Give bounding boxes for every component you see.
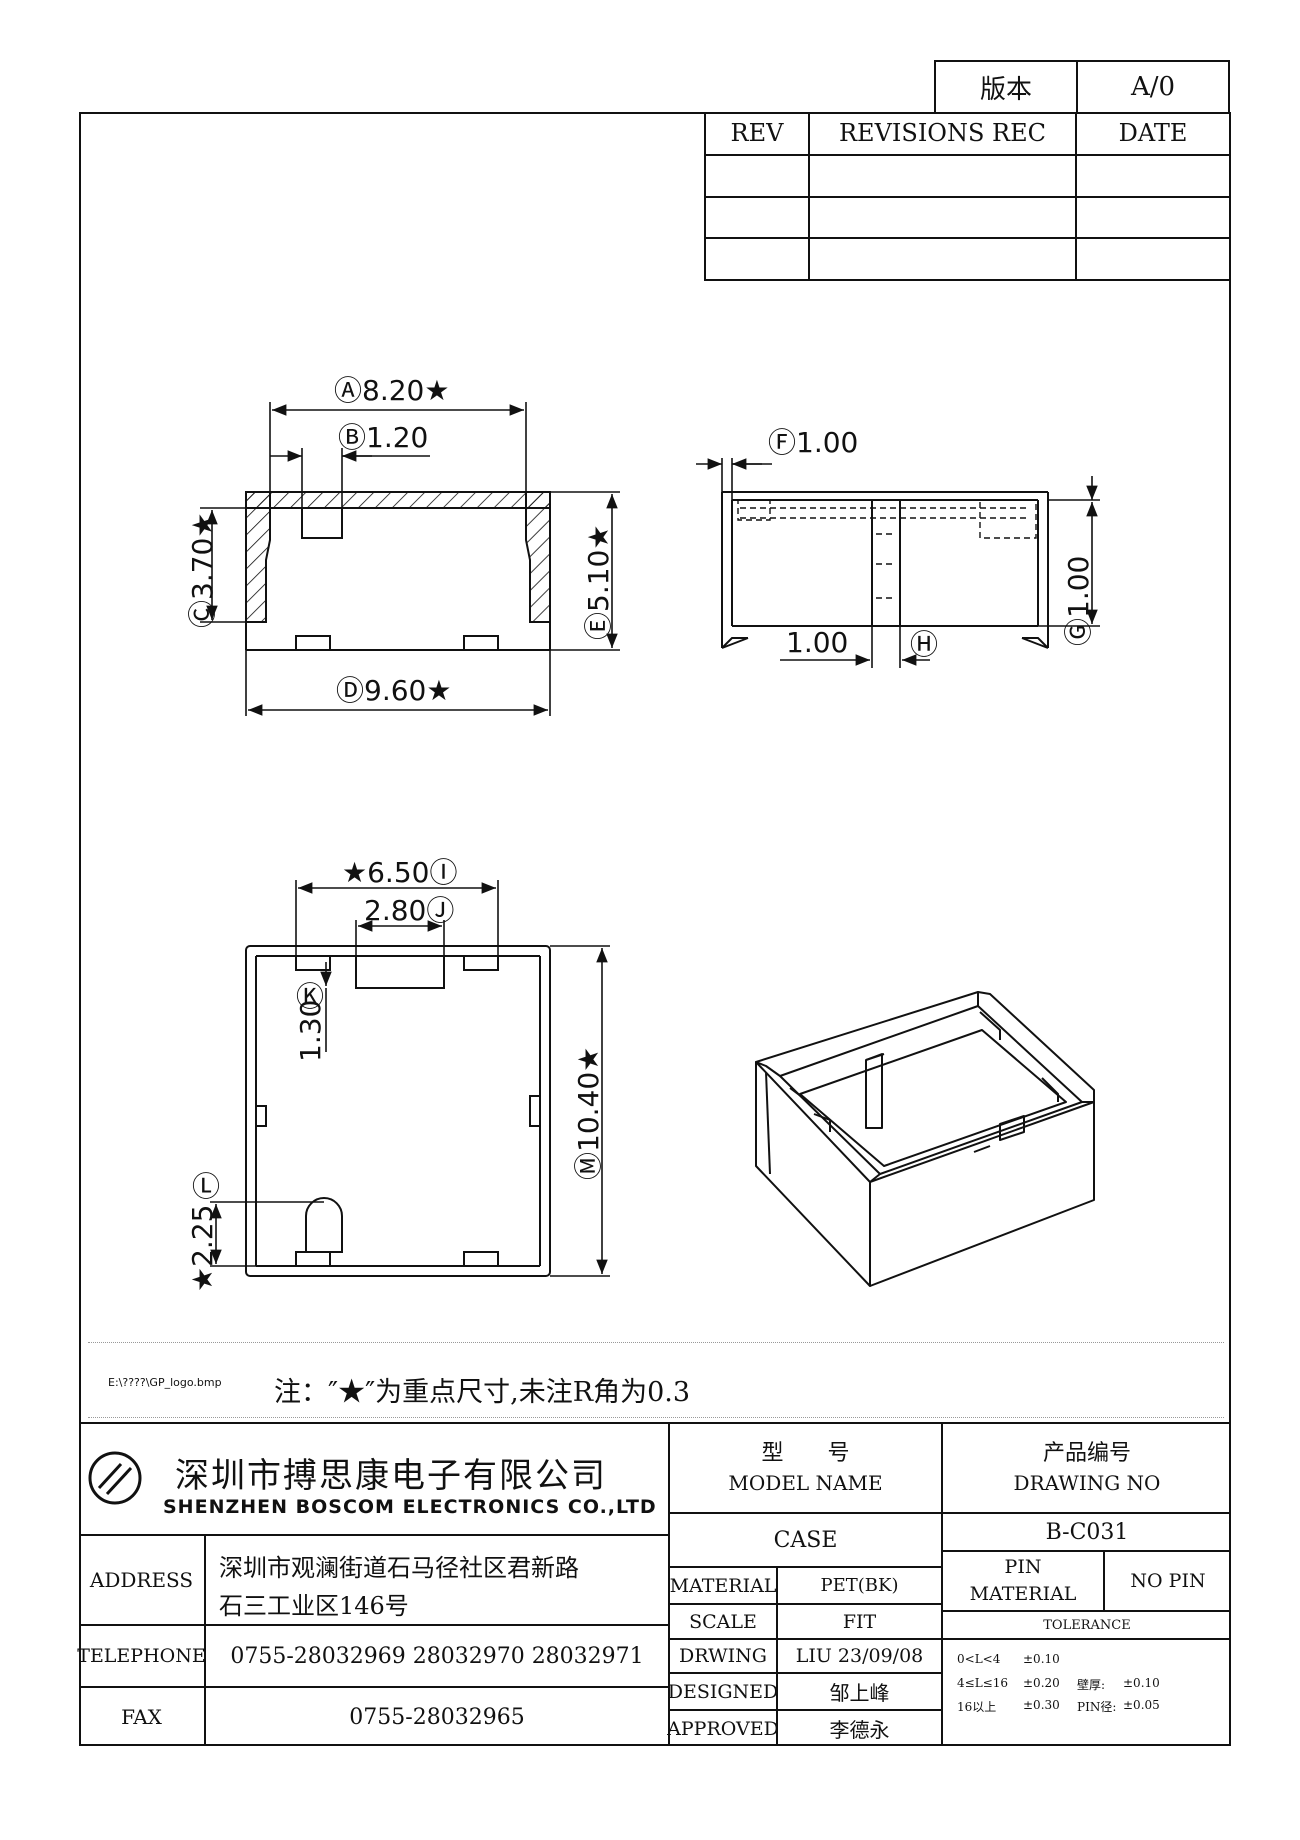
fax-label: FAX [121, 1705, 162, 1729]
model-label-en: MODEL NAME [728, 1471, 883, 1495]
isometric-view [755, 991, 1095, 1287]
telephone-label: TELEPHONE [77, 1645, 206, 1667]
company-logo [87, 1450, 143, 1506]
tolerance-label: TOLERANCE [1043, 1617, 1131, 1633]
tolerance-row-3-extra-val: ±0.05 [1123, 1698, 1160, 1712]
tolerance-rows: 0<L<4 ±0.10 4≤L≤16 ±0.20 壁厚: ±0.10 16以上 … [957, 1648, 1227, 1744]
side-view [721, 491, 1049, 649]
tolerance-row-3-extra-label: PIN径: [1077, 1700, 1117, 1714]
tolerance-row-1-tol: ±0.10 [1023, 1652, 1060, 1666]
technical-drawing: Ⓐ8.20★ Ⓑ1.20 Ⓓ9.60★ Ⓒ3.70★ Ⓔ5.10★ [186, 374, 1100, 1292]
company-name-cn: 深圳市搏思康电子有限公司 [175, 1456, 607, 1496]
top-view [245, 945, 551, 1277]
revisions-rec-header: REVISIONS REC [838, 119, 1047, 147]
drwing-label: DRWING [679, 1645, 767, 1667]
dim-k-tag: Ⓚ [296, 980, 324, 1013]
dim-l-value: ★2.25 [186, 1205, 219, 1292]
dim-f: Ⓕ1.00 [768, 426, 858, 459]
address-line2: 石三工业区146号 [219, 1592, 409, 1620]
tolerance-row-3-range: 16以上 [957, 1700, 997, 1714]
version-box: 版本 A/0 [934, 60, 1230, 112]
scale-value: FIT [842, 1610, 877, 1633]
pin-material-value: NO PIN [1130, 1570, 1206, 1592]
tolerance-row-2-range: 4≤L≤16 [957, 1676, 1008, 1690]
top-view-dims [210, 880, 610, 1277]
tolerance-row-1-range: 0<L<4 [957, 1652, 1001, 1666]
section-view-dims [200, 402, 620, 716]
side-view-hidden [737, 499, 1037, 599]
approved-label: APPROVED [667, 1717, 779, 1740]
top-view-labels: ★6.50Ⓘ 2.80Ⓙ Ⓚ 1.30 Ⓛ ★2.25 Ⓜ10.40★ [186, 856, 605, 1292]
approved-value: 李德永 [829, 1718, 890, 1742]
material-label: MATERIAL [669, 1574, 777, 1597]
version-label: 版本 [979, 74, 1032, 105]
section-view-labels: Ⓐ8.20★ Ⓑ1.20 Ⓓ9.60★ Ⓒ3.70★ Ⓔ5.10★ [186, 374, 615, 707]
drawing-note: 注：″★″为重点尺寸,未注R角为0.3 [274, 1377, 691, 1408]
dim-h-value: 1.00 [786, 626, 848, 659]
pin-material-label: MATERIAL [969, 1583, 1077, 1605]
drwing-value: LIU 23/09/08 [795, 1645, 924, 1667]
dim-b: Ⓑ1.20 [338, 421, 428, 454]
separator-dots [88, 1342, 1224, 1343]
dim-j: 2.80Ⓙ [364, 894, 454, 927]
address-label: ADDRESS [89, 1568, 194, 1592]
version-value: A/0 [1130, 72, 1176, 102]
designed-label: DESIGNED [667, 1680, 779, 1703]
dim-e: Ⓔ5.10★ [582, 525, 615, 640]
dim-l-tag: Ⓛ [192, 1170, 220, 1203]
dim-c: Ⓒ3.70★ [186, 513, 219, 628]
rev-header: REV [730, 119, 784, 147]
drawing-label-cn: 产品编号 [1042, 1441, 1131, 1466]
model-value: CASE [773, 1527, 838, 1553]
model-label-cn: 型 号 [761, 1441, 850, 1466]
side-view-dims [696, 458, 1100, 668]
tolerance-row-2-extra-val: ±0.10 [1123, 1676, 1160, 1690]
tolerance-row-3-tol: ±0.30 [1023, 1698, 1060, 1712]
dim-m: Ⓜ10.40★ [572, 1047, 605, 1180]
telephone-value: 0755-28032969 28032970 28032971 [230, 1643, 644, 1669]
fax-value: 0755-28032965 [349, 1704, 525, 1730]
tolerance-row-2-tol: ±0.20 [1023, 1676, 1060, 1690]
drawing-frame [79, 112, 1231, 1746]
separator-dots-2 [88, 1417, 1224, 1418]
company-name-en: SHENZHEN BOSCOM ELECTRONICS CO.,LTD [163, 1496, 657, 1518]
revisions-table: REV REVISIONS REC DATE [704, 112, 1231, 281]
material-value: PET(BK) [820, 1575, 899, 1596]
pin-label: PIN [1004, 1556, 1042, 1578]
drawing-label-en: DRAWING NO [1013, 1471, 1161, 1495]
tolerance-row-2-extra-label: 壁厚: [1077, 1678, 1106, 1692]
scale-label: SCALE [689, 1610, 757, 1633]
title-block: 深圳市搏思康电子有限公司 SHENZHEN BOSCOM ELECTRONICS… [77, 1422, 1231, 1748]
address-line1: 深圳市观澜街道石马径社区君新路 [219, 1554, 579, 1582]
dim-d: Ⓓ9.60★ [336, 674, 451, 707]
section-view [245, 491, 551, 651]
drawing-value: B-C031 [1045, 1519, 1129, 1545]
designed-value: 邹上峰 [829, 1681, 890, 1705]
dim-a: Ⓐ8.20★ [334, 374, 449, 407]
dim-k-value: 1.30 [294, 1000, 327, 1062]
dim-g: Ⓖ1.00 [1062, 556, 1095, 646]
date-header: DATE [1118, 119, 1188, 147]
logo-path-text: E:\????\GP_logo.bmp [108, 1376, 222, 1389]
dim-i: ★6.50Ⓘ [342, 856, 457, 889]
side-view-labels: Ⓕ1.00 1.00 Ⓗ Ⓖ1.00 [768, 426, 1095, 661]
dim-h-tag: Ⓗ [910, 628, 938, 661]
